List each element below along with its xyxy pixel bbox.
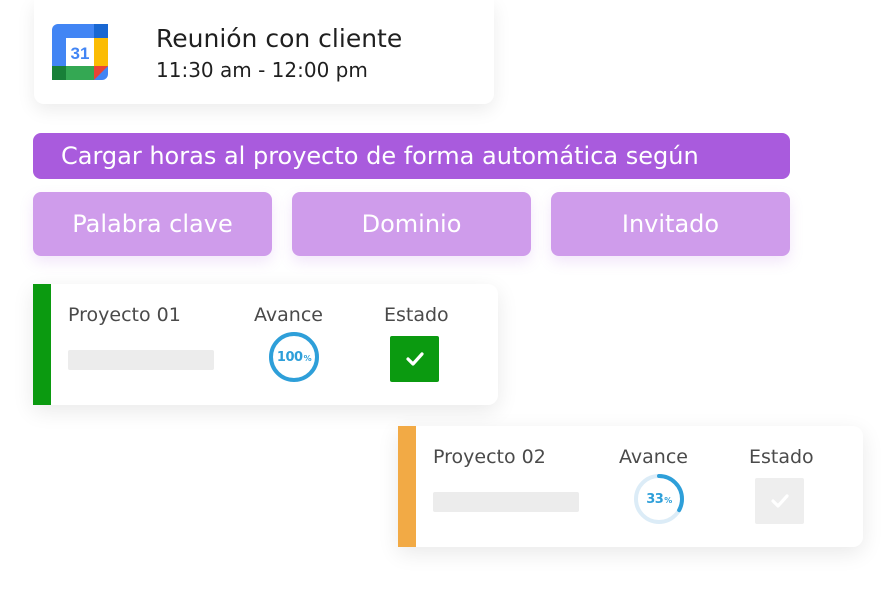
google-calendar-icon: 31 bbox=[52, 24, 108, 80]
option-keyword-button[interactable]: Palabra clave bbox=[33, 192, 272, 256]
project-placeholder-bar bbox=[68, 350, 214, 370]
progress-unit: % bbox=[303, 354, 312, 363]
project-name: Proyecto 02 bbox=[433, 446, 546, 468]
check-icon bbox=[405, 352, 424, 366]
progress-ring: 33% bbox=[632, 472, 686, 526]
state-checkbox[interactable] bbox=[755, 478, 804, 524]
check-icon bbox=[770, 494, 789, 508]
project-card[interactable]: Proyecto 02 Avance Estado 33% bbox=[398, 426, 863, 547]
state-label: Estado bbox=[384, 304, 449, 326]
state-label: Estado bbox=[749, 446, 814, 468]
project-card[interactable]: Proyecto 01 Avance Estado 100% bbox=[33, 284, 498, 405]
progress-label: Avance bbox=[619, 446, 688, 468]
event-time: 11:30 am - 12:00 pm bbox=[156, 58, 368, 82]
project-placeholder-bar bbox=[433, 492, 579, 512]
progress-value: 100 bbox=[276, 349, 303, 365]
state-checkbox[interactable] bbox=[390, 336, 439, 382]
option-guest-button[interactable]: Invitado bbox=[551, 192, 790, 256]
project-name: Proyecto 01 bbox=[68, 304, 181, 326]
project-accent-bar bbox=[33, 284, 51, 405]
progress-unit: % bbox=[664, 496, 672, 505]
progress-ring: 100% bbox=[267, 330, 321, 384]
progress-label: Avance bbox=[254, 304, 323, 326]
calendar-event-card[interactable] bbox=[34, 0, 494, 104]
auto-load-banner: Cargar horas al proyecto de forma automá… bbox=[33, 133, 790, 179]
progress-value: 33 bbox=[646, 491, 664, 507]
calendar-day-text: 31 bbox=[71, 44, 90, 63]
option-domain-button[interactable]: Dominio bbox=[292, 192, 531, 256]
project-accent-bar bbox=[398, 426, 416, 547]
event-title: Reunión con cliente bbox=[156, 24, 403, 53]
